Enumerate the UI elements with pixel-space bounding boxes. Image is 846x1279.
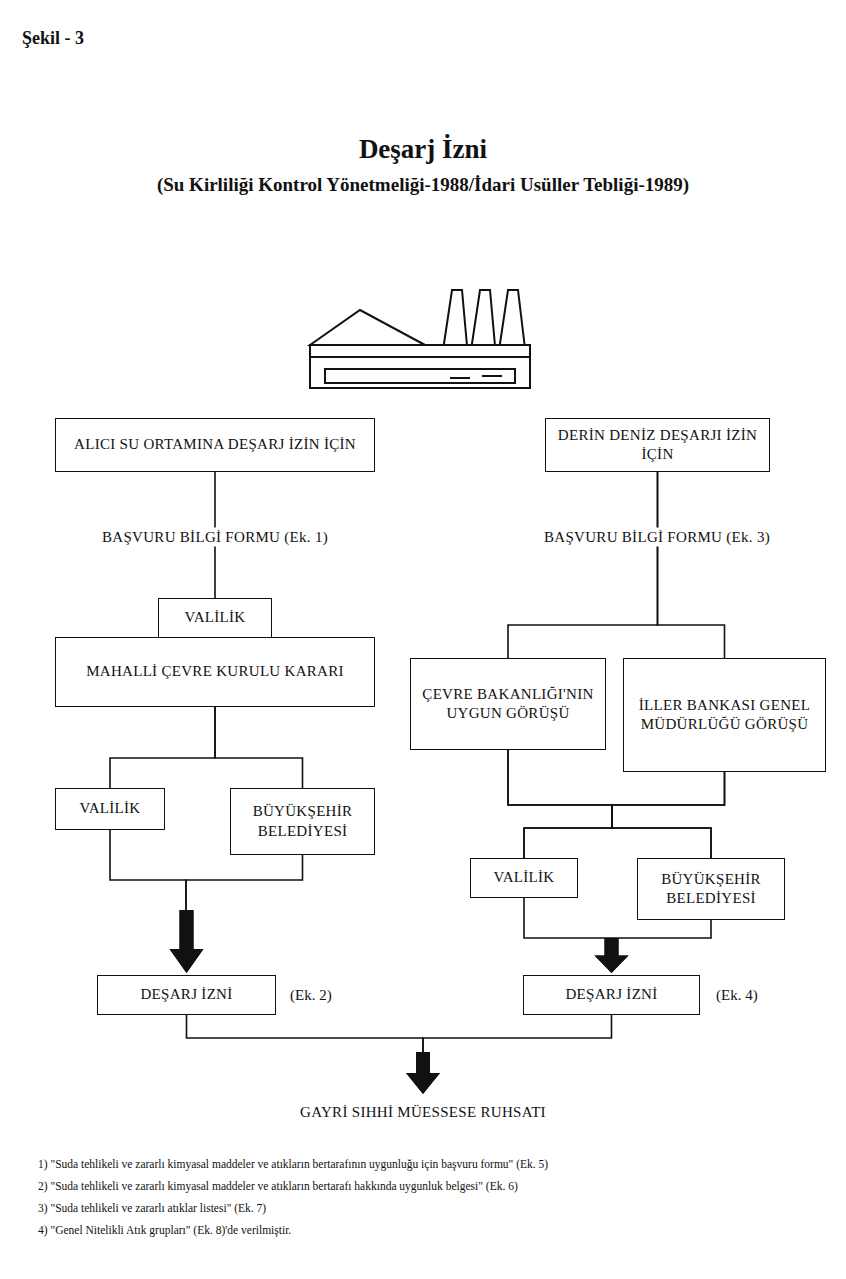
- connector-line: [524, 772, 725, 858]
- block-arrow: [170, 910, 204, 973]
- permit-box: DEŞARJ İZNİ: [97, 975, 276, 1015]
- edge-label: BAŞVURU BİLGİ FORMU (Ek. 1): [99, 528, 331, 547]
- connector-line: [524, 898, 612, 938]
- node-text: MAHALLİ ÇEVRE KURULU KARARI: [86, 662, 344, 682]
- application-box: ALICI SU ORTAMINA DEŞARJ İZİN İÇİN: [55, 418, 375, 472]
- connector: [524, 898, 629, 973]
- node-text: VALİLİK: [185, 608, 246, 628]
- node-text: VALİLİK: [494, 868, 555, 888]
- node-text: ÇEVRE BAKANLIĞI'NIN UYGUN GÖRÜŞÜ: [421, 685, 595, 724]
- connector: [524, 772, 725, 858]
- connector-line: [187, 1015, 424, 1052]
- connector: [508, 472, 658, 658]
- permit-box: DEŞARJ İZNİ: [523, 975, 700, 1015]
- node-text: İLLER BANKASI GENEL MÜDÜRLÜĞÜ GÖRÜŞÜ: [634, 696, 815, 735]
- block-arrow: [406, 1052, 440, 1094]
- connector: [170, 855, 303, 973]
- connector: [215, 707, 303, 788]
- node-text: BÜYÜKŞEHİR BELEDİYESİ: [241, 802, 364, 841]
- footnote: 4) "Genel Nitelikli Atık grupları" (Ek. …: [38, 1224, 291, 1236]
- node-text: GAYRİ SIHHİ MÜESSESE RUHSATI: [300, 1103, 546, 1123]
- block-arrow: [406, 1052, 440, 1094]
- authority-box: VALİLİK: [55, 788, 165, 830]
- connector: [658, 472, 725, 658]
- final-licence: GAYRİ SIHHİ MÜESSESE RUHSATI: [240, 1096, 606, 1130]
- authority-box: BÜYÜKŞEHİR BELEDİYESİ: [230, 788, 375, 855]
- application-box: DERİN DENİZ DEŞARJI İZİN İÇİN: [545, 418, 770, 472]
- connector-line: [658, 472, 725, 658]
- node-text: DEŞARJ İZNİ: [565, 985, 657, 1005]
- node-text: ALICI SU ORTAMINA DEŞARJ İZİN İÇİN: [74, 435, 356, 455]
- footnote: 2) "Suda tehlikeli ve zararlı kimyasal m…: [38, 1180, 518, 1192]
- connector: [110, 707, 215, 788]
- connector-line: [215, 707, 303, 788]
- figure-number: Şekil - 3: [22, 28, 84, 49]
- decision-box: MAHALLİ ÇEVRE KURULU KARARI: [55, 637, 375, 707]
- authority-box: BÜYÜKŞEHİR BELEDİYESİ: [637, 858, 785, 920]
- block-arrow: [170, 910, 204, 973]
- connector-line: [110, 707, 215, 788]
- connector-line: [612, 772, 725, 858]
- connector-line: [186, 855, 303, 910]
- node-text: DERİN DENİZ DEŞARJI İZİN İÇİN: [556, 426, 759, 465]
- node-text: BÜYÜKŞEHİR BELEDİYESİ: [648, 870, 774, 909]
- block-arrow: [595, 938, 629, 973]
- edge-label: BAŞVURU BİLGİ FORMU (Ek. 3): [541, 528, 773, 547]
- subtitle: (Su Kirliliği Kontrol Yönetmeliği-1988/İ…: [0, 174, 846, 196]
- connector-line: [110, 830, 187, 910]
- connector: [187, 1015, 441, 1094]
- opinion-box: ÇEVRE BAKANLIĞI'NIN UYGUN GÖRÜŞÜ: [410, 658, 606, 750]
- connector: [110, 830, 204, 973]
- connector: [612, 772, 725, 858]
- footnote: 3) "Suda tehlikeli ve zararlı atıklar li…: [38, 1202, 266, 1214]
- connector-line: [423, 1015, 612, 1052]
- authority-box: VALİLİK: [158, 598, 272, 638]
- connector: [406, 1015, 612, 1094]
- connector-line: [508, 472, 658, 658]
- footnote: 1) "Suda tehlikeli ve zararlı kimyasal m…: [38, 1158, 548, 1170]
- block-arrow: [595, 938, 629, 973]
- node-text: VALİLİK: [80, 799, 141, 819]
- annex-reference: (Ek. 2): [290, 987, 332, 1004]
- connector: [595, 920, 712, 973]
- opinion-box: İLLER BANKASI GENEL MÜDÜRLÜĞÜ GÖRÜŞÜ: [623, 658, 826, 772]
- diagram-title: Deşarj İzni: [0, 134, 846, 165]
- authority-box: VALİLİK: [470, 858, 578, 898]
- annex-reference: (Ek. 4): [716, 987, 758, 1004]
- connector-line: [611, 920, 711, 938]
- node-text: DEŞARJ İZNİ: [140, 985, 232, 1005]
